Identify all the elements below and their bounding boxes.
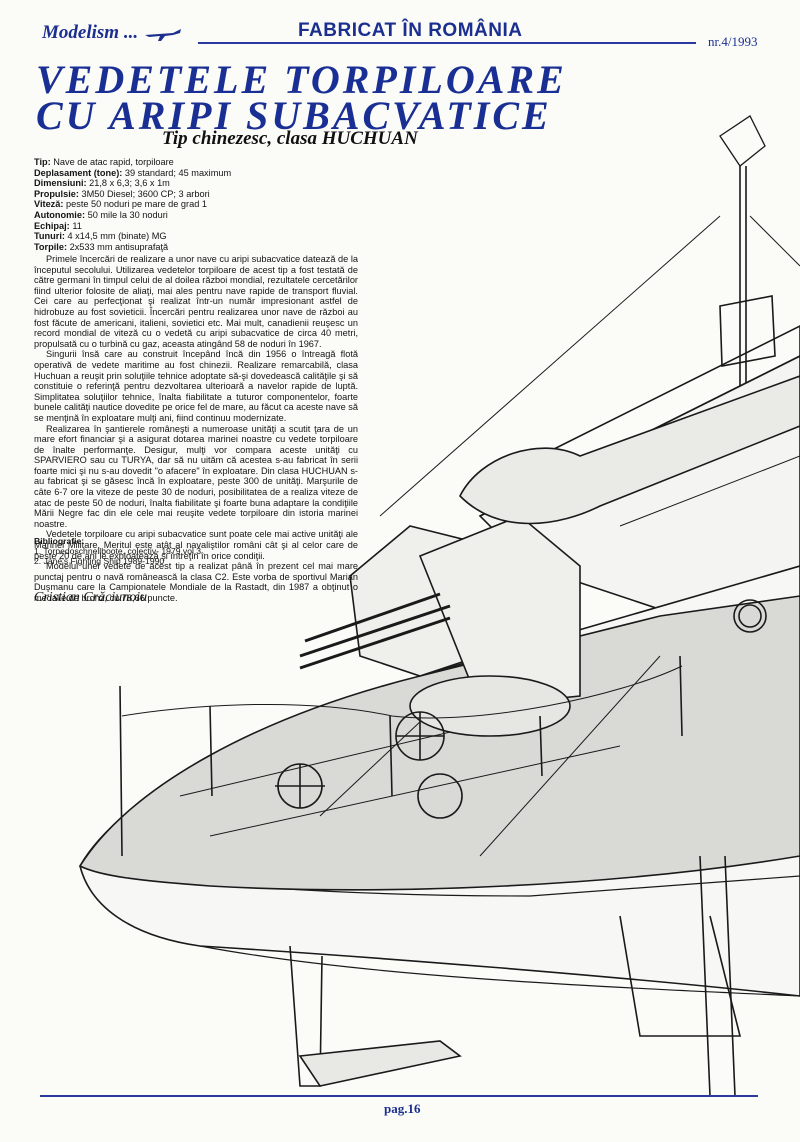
header-rule <box>198 42 696 44</box>
title-line-1: VEDETELE TORPILOARE <box>36 57 567 102</box>
spec-row: Autonomie: 50 mile la 30 noduri <box>34 209 168 220</box>
spec-row: Tunuri: 4 x14,5 mm (binate) MG <box>34 231 167 242</box>
paragraph-3: Realizarea în şantierele româneşti a num… <box>34 423 358 529</box>
footer-rule <box>40 1095 758 1097</box>
magazine-logo: Modelism ... <box>42 22 183 44</box>
paragraph-2: Singurii însă care au construit începând… <box>34 349 358 423</box>
page-number: pag.16 <box>384 1101 421 1116</box>
hydrofoil-boat-drawing <box>78 115 800 1096</box>
logo-text: Modelism <box>42 22 120 43</box>
article-subtitle: Tip chinezesc, clasa HUCHUAN <box>162 128 418 149</box>
bibliography-item: 2. Jane's Fighting Ship 1989-1990 <box>34 556 165 566</box>
specifications-list: Tip: Nave de atac rapid, torpiloare Depl… <box>34 157 364 252</box>
article-body: Primele încercări de realizare a unor na… <box>34 254 358 604</box>
spec-row: Deplasament (tone): 39 standard; 45 maxi… <box>34 167 232 178</box>
spec-row: Dimensiuni: 21,8 x 6,3; 3,6 x 1m <box>34 178 170 189</box>
spec-row: Tip: Nave de atac rapid, torpiloare <box>34 157 174 167</box>
issue-number: nr.4/1993 <box>708 34 758 49</box>
paragraph-4: Vedetele torpiloare cu aripi subacvatice… <box>34 529 358 561</box>
spec-row: Torpile: 2x533 mm antisuprafaţă <box>34 241 169 252</box>
bibliography: Bibliografie: 1. Torpedoschnellboote, co… <box>34 536 364 566</box>
spec-row: Viteză: peste 50 noduri pe mare de grad … <box>34 199 207 210</box>
author-signature: Cristian Crăciunoiu <box>34 590 148 605</box>
paragraph-1: Primele încercări de realizare a unor na… <box>34 254 358 349</box>
paragraph-5: Modelul unei vedete de acest tip a reali… <box>34 561 358 603</box>
logo-dots: ... <box>119 22 139 43</box>
bibliography-heading: Bibliografie: <box>34 536 85 546</box>
bibliography-item: 1. Torpedoschnellboote, colectiv- 1979,v… <box>34 546 202 556</box>
spec-row: Propulsie: 3M50 Diesel; 3600 CP; 3 arbor… <box>34 188 210 199</box>
header-title: FABRICAT ÎN ROMÂNIA <box>298 20 523 41</box>
article-title: VEDETELE TORPILOARE CU ARIPI SUBACVATICE <box>36 57 656 138</box>
airplane-icon <box>144 28 181 41</box>
title-line-2: CU ARIPI SUBACVATICE <box>36 93 552 138</box>
spec-row: Echipaj: 11 <box>34 220 82 231</box>
